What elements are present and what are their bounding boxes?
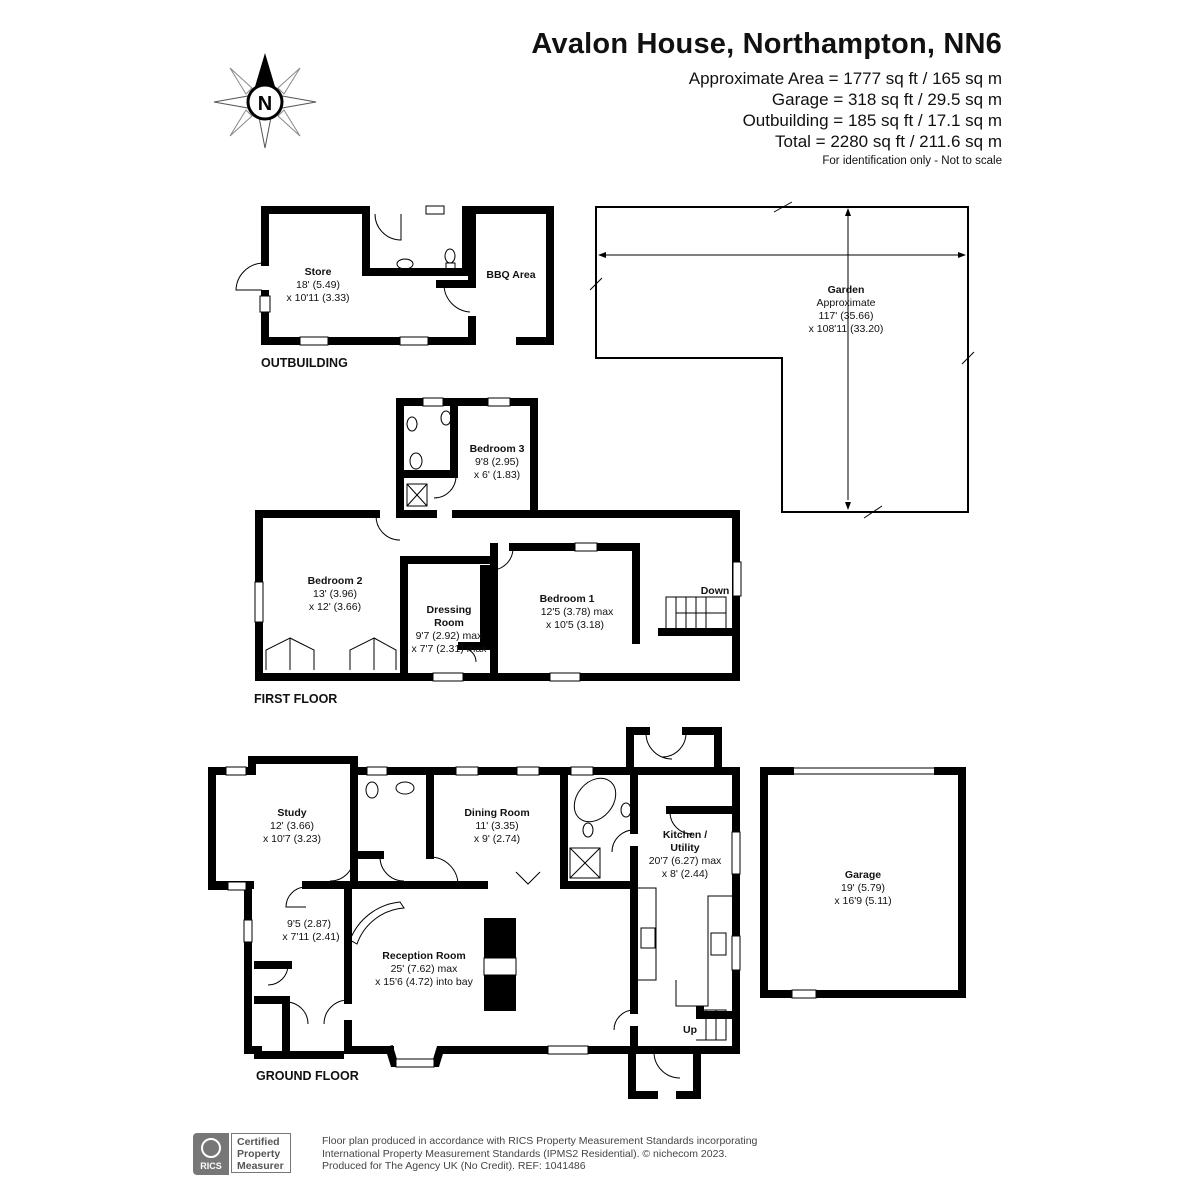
ground-floor-label: GROUND FLOOR	[256, 1069, 359, 1083]
rics-line-2: Property	[237, 1148, 281, 1160]
property-title: Avalon House, Northampton, NN6	[531, 28, 1002, 60]
rics-certified-text: Certified Property Measurer	[231, 1133, 291, 1173]
footer-line-3: Produced for The Agency UK (No Credit). …	[322, 1160, 586, 1172]
rics-line-3: Measurer	[237, 1160, 284, 1172]
rics-badge-text: RICS	[200, 1161, 222, 1171]
rics-logo: RICS	[193, 1133, 229, 1175]
garden-dim-1: 117' (35.66)	[819, 310, 874, 322]
outbuilding-plan	[235, 205, 554, 346]
dining-room-dim-2: x 9' (2.74)	[474, 833, 520, 845]
study-dim-1: 12' (3.66)	[270, 820, 314, 832]
bedroom-3-dim-2: x 6' (1.83)	[474, 469, 520, 481]
garden-dim-0: Approximate	[817, 297, 876, 309]
study-label: Study	[277, 807, 306, 819]
total-area: Total = 2280 sq ft / 211.6 sq m	[775, 132, 1002, 151]
reception-room-dim-1: 25' (7.62) max	[391, 963, 459, 975]
garden-label: Garden	[828, 284, 865, 296]
dressing-room-label-1: Dressing	[427, 604, 472, 616]
approximate-area: Approximate Area = 1777 sq ft / 165 sq m	[688, 69, 1002, 88]
store-label: Store	[305, 266, 332, 278]
garden-plan	[589, 201, 975, 519]
study-dim-2: x 10'7 (3.23)	[263, 833, 321, 845]
dressing-room-dim-2: x 7'7 (2.31) max	[412, 643, 488, 655]
dining-room-label: Dining Room	[464, 807, 529, 819]
bedroom-1-dim-1: 12'5 (3.78) max	[541, 606, 614, 618]
store-dim-2: x 10'11 (3.33)	[286, 292, 349, 304]
footer-text: Floor plan produced in accordance with R…	[322, 1135, 757, 1173]
hall-dim-1: 9'5 (2.87)	[287, 918, 331, 930]
garage-area: Garage = 318 sq ft / 29.5 sq m	[771, 90, 1002, 109]
first-floor-label: FIRST FLOOR	[254, 692, 337, 706]
bedroom-2-dim-2: x 12' (3.66)	[309, 601, 361, 613]
garage-plan	[760, 767, 966, 999]
dressing-room-label-2: Room	[434, 617, 464, 629]
compass-label: N	[258, 93, 272, 115]
store-dim-1: 18' (5.49)	[296, 279, 340, 291]
reception-room-dim-2: x 15'6 (4.72) into bay	[375, 976, 473, 988]
scale-note: For identification only - Not to scale	[822, 155, 1002, 167]
first-floor-plan	[254, 397, 742, 682]
kitchen-dim-2: x 8' (2.44)	[662, 868, 708, 880]
rics-line-1: Certified	[237, 1136, 280, 1148]
outbuilding-area: Outbuilding = 185 sq ft / 17.1 sq m	[742, 111, 1002, 130]
bedroom-1-label: Bedroom 1	[540, 593, 595, 605]
kitchen-label-1: Kitchen /	[663, 829, 707, 841]
kitchen-label-2: Utility	[670, 842, 699, 854]
bedroom-3-label: Bedroom 3	[470, 443, 525, 455]
bedroom-2-label: Bedroom 2	[308, 575, 363, 587]
footer-line-2: International Property Measurement Stand…	[322, 1147, 728, 1160]
ground-floor-plan	[208, 727, 741, 1099]
rics-certified-badge: RICS Certified Property Measurer	[193, 1133, 293, 1175]
garage-dim-1: 19' (5.79)	[841, 882, 885, 894]
dressing-room-dim-1: 9'7 (2.92) max	[416, 630, 484, 642]
garage-dim-2: x 16'9 (5.11)	[834, 895, 891, 907]
rics-lion-icon	[201, 1138, 221, 1158]
bedroom-3-dim-1: 9'8 (2.95)	[475, 456, 519, 468]
compass-rose-icon: N	[213, 53, 317, 149]
footer-line-1: Floor plan produced in accordance with R…	[322, 1135, 758, 1147]
reception-room-label: Reception Room	[382, 950, 465, 962]
stairs-down-label: Down	[701, 585, 730, 597]
stairs-up-label: Up	[683, 1024, 697, 1036]
hall-dim-2: x 7'11 (2.41)	[282, 931, 339, 943]
kitchen-dim-1: 20'7 (6.27) max	[649, 855, 722, 867]
bedroom-2-dim-1: 13' (3.96)	[313, 588, 357, 600]
garden-dim-2: x 108'11 (33.20)	[809, 323, 884, 335]
dining-room-dim-1: 11' (3.35)	[475, 820, 518, 832]
bbq-area-label: BBQ Area	[486, 269, 535, 281]
outbuilding-floor-label: OUTBUILDING	[261, 356, 348, 370]
bedroom-1-dim-2: x 10'5 (3.18)	[546, 619, 604, 631]
garage-label: Garage	[845, 869, 881, 881]
